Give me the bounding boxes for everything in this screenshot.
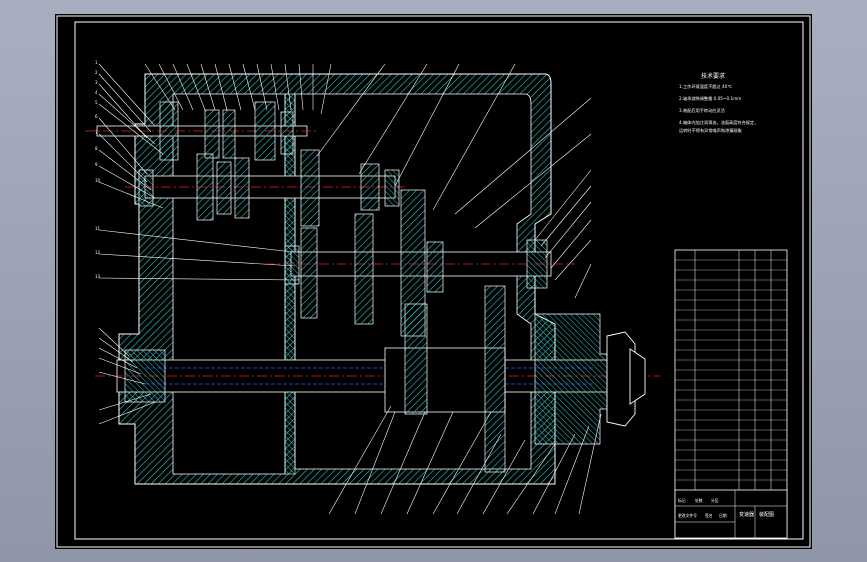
svg-text:9: 9 [95, 162, 98, 167]
svg-text:13: 13 [95, 274, 101, 279]
output-coupling [534, 313, 646, 445]
svg-text:6: 6 [95, 114, 98, 119]
inner-frame [74, 21, 804, 540]
title-block-label-1: 处数 [695, 498, 703, 503]
title-block-label-5: 日期 [719, 513, 727, 518]
tech-note-line-1: 1.工作环境温度不超过 40℃ [679, 83, 732, 90]
svg-text:5: 5 [95, 100, 98, 105]
intermediate-shaft-gears [196, 149, 380, 227]
input-shaft-gears [159, 101, 294, 161]
leader-lines [98, 63, 602, 515]
svg-text:10: 10 [95, 178, 101, 183]
tech-note-line-5: 运转时不得有异常噪声和渗漏现象 [679, 127, 742, 134]
svg-text:8: 8 [95, 146, 98, 151]
output-shaft-gears [384, 285, 506, 473]
parts-list-rows [675, 259, 787, 481]
svg-text:4: 4 [95, 90, 98, 95]
tech-note-line-2: 2.轴承游隙调整量 0.05~0.1mm [679, 95, 741, 102]
title-block-label-3: 更改文件号 [678, 513, 697, 518]
title-block: 变速器 装配图 标记 处数 分区 更改文件号 签名 日期 [674, 489, 788, 539]
title-block-drawing-no: 装配图 [759, 511, 774, 518]
output-shaft [95, 349, 660, 403]
title-block-label-2: 分区 [711, 498, 719, 503]
outer-frame [56, 15, 811, 548]
title-block-name: 变速器 [739, 511, 754, 518]
svg-text:1: 1 [95, 60, 98, 65]
tech-note-line-3: 3.装配后用手转动应灵活 [679, 107, 725, 114]
tech-notes-title: 技术要求 [701, 72, 725, 80]
technical-notes: 技术要求 1.工作环境温度不超过 40℃ 2.轴承游隙调整量 0.05~0.1m… [679, 72, 758, 134]
title-block-label-4: 签名 [705, 513, 713, 518]
svg-text:3: 3 [95, 80, 98, 85]
svg-text:2: 2 [95, 70, 98, 75]
svg-text:11: 11 [95, 226, 101, 231]
tech-note-line-4: 4.箱体内加注润滑油，油面高度符合规定， [679, 119, 758, 126]
svg-text:7: 7 [95, 130, 98, 135]
title-block-label-0: 标记 [678, 498, 686, 503]
svg-text:12: 12 [95, 250, 101, 255]
input-shaft [85, 125, 317, 137]
